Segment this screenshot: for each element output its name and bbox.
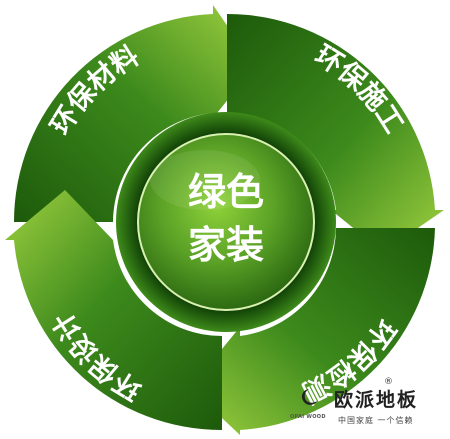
center-title-line1: 绿色 [188, 170, 264, 214]
registered-mark: ® [384, 377, 393, 387]
center-title-line2: 家装 [188, 223, 264, 267]
segment-arrow-construction [227, 13, 444, 253]
center-disc [137, 133, 315, 311]
segment-arrow-materials [13, 5, 255, 222]
brand-english-name: OPAI WOOD [290, 414, 326, 420]
swirl-logo-icon [301, 389, 317, 405]
brand-logo: OPAI WOOD 欧派地板 ® 中国家庭 一个信赖 [290, 377, 450, 439]
segment-arrow-inspection [190, 228, 435, 435]
brand-slogan: 中国家庭 一个信赖 [338, 416, 414, 425]
brand-name: 欧派地板 [334, 389, 419, 411]
segment-arrow-design [5, 190, 222, 431]
